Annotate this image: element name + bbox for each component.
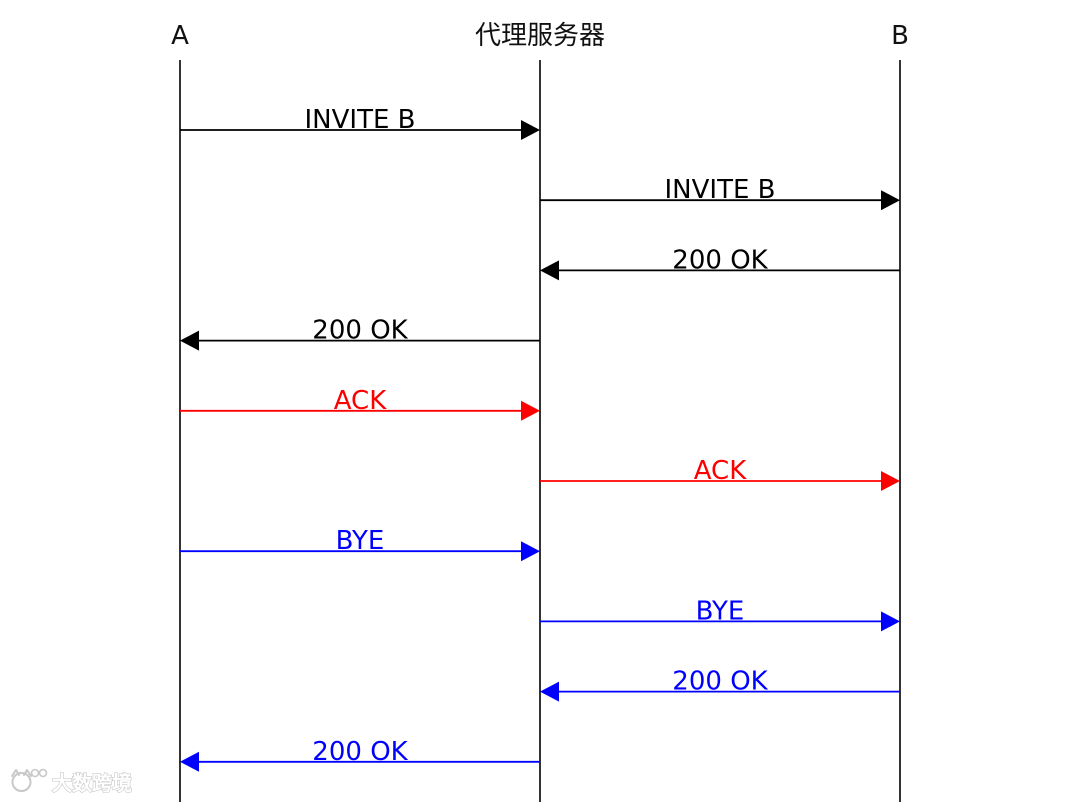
arrowhead-icon: [521, 120, 540, 140]
arrowhead-icon: [540, 681, 559, 702]
arrowhead-icon: [180, 751, 199, 772]
arrowhead-icon: [881, 190, 900, 211]
message-8: BYE: [540, 596, 900, 632]
arrowhead-icon: [881, 611, 900, 632]
message-label: 200 OK: [672, 667, 768, 697]
message-label: ACK: [694, 456, 747, 486]
message-1: INVITE B: [180, 105, 540, 140]
message-5: ACK: [180, 386, 540, 421]
lifelines: [179, 60, 901, 802]
message-6: ACK: [540, 456, 900, 491]
arrowhead-icon: [521, 541, 540, 562]
message-label: BYE: [696, 596, 745, 626]
participant-label-a: A: [171, 21, 189, 51]
arrowhead-icon: [540, 260, 559, 281]
message-label: 200 OK: [312, 737, 408, 767]
cat-face-logo-icon: [11, 768, 48, 792]
participant-label-p: 代理服务器: [475, 21, 605, 51]
message-label: 200 OK: [312, 316, 408, 346]
arrowhead-icon: [521, 400, 540, 421]
message-10: 200 OK: [180, 737, 540, 772]
message-label: INVITE B: [305, 105, 416, 135]
watermark: 大数跨境: [11, 768, 133, 796]
message-label: BYE: [336, 526, 385, 556]
watermark-text: 大数跨境: [52, 771, 132, 795]
message-3: 200 OK: [540, 245, 900, 281]
message-4: 200 OK: [180, 316, 540, 351]
arrowhead-icon: [881, 471, 900, 491]
message-7: BYE: [180, 526, 540, 562]
participant-labels: A 代理服务器 B: [171, 21, 909, 51]
participant-label-b: B: [891, 21, 909, 51]
messages: INVITE B INVITE B 200 OK 200 OK ACK ACK BYE BYE…: [180, 105, 900, 772]
message-2: INVITE B: [540, 175, 900, 211]
message-label: INVITE B: [665, 175, 776, 205]
message-9: 200 OK: [540, 667, 900, 702]
arrowhead-icon: [180, 330, 199, 351]
message-label: ACK: [334, 386, 387, 416]
message-label: 200 OK: [672, 245, 768, 275]
